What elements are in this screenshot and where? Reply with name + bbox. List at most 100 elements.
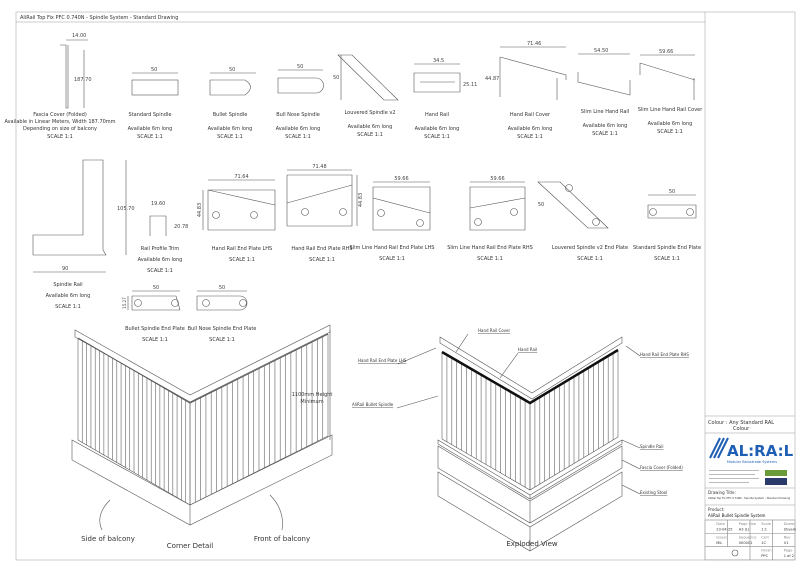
height-note: 1100mm Height	[292, 392, 333, 398]
component-name: Spindle Rail	[53, 282, 82, 288]
component-scale: SCALE 1:1	[209, 337, 235, 343]
title-block-label: Issuer	[716, 535, 727, 539]
dim-label: 90	[62, 266, 68, 272]
screw-hole-icon	[171, 299, 179, 307]
component-name: Bullet Spindle	[213, 112, 248, 118]
dim-label: 15.27	[122, 297, 127, 309]
louvered-spindle-drawing: 50	[333, 54, 399, 101]
dim-label: 34.5	[433, 58, 444, 64]
dim-label: 50	[229, 67, 235, 73]
dim-label: 71.48	[312, 164, 326, 170]
title-block-value: 1C	[761, 541, 766, 545]
component-availability: Available 6m long	[508, 126, 553, 132]
base-fascia	[71, 434, 333, 526]
dim-label: 14.00	[72, 33, 86, 39]
component-name: Standard Spindle End Plate	[633, 245, 701, 251]
end-plate-drawing: 59.66	[469, 176, 526, 231]
component-name: Hand Rail Cover	[510, 112, 551, 118]
existing-stool	[437, 471, 623, 552]
component-scale: SCALE 1:1	[137, 134, 163, 140]
slim-line-hand-rail-drawing: 54.50	[577, 48, 631, 96]
title-block-value: 000001	[739, 541, 753, 545]
title-block-label: Drawn	[784, 522, 796, 526]
title-block-value: Shyam	[784, 528, 797, 532]
title-block-label: Scale	[761, 522, 771, 526]
component-scale: SCALE 1:1	[592, 131, 618, 137]
corner-detail-title: Corner Detail	[167, 542, 213, 550]
component-scale: SCALE 1:1	[357, 132, 383, 138]
callout-label: Hand Rail End Plate LHS	[358, 358, 407, 363]
component-scale: SCALE 1:1	[577, 256, 603, 262]
dim-label: 59.66	[490, 176, 504, 182]
screw-hole-icon	[239, 299, 247, 307]
sheet-title: AliRail Top Fix PFC 0.740N - Spindle Sys…	[20, 15, 178, 21]
component-name: Slim Line Hand Rail End Plate RHS	[447, 245, 533, 251]
screw-hole-icon	[686, 208, 694, 216]
component-name: Hand Rail End Plate LHS	[212, 246, 272, 252]
dim-label: 19.60	[151, 201, 165, 207]
spindle-rail-drawing: 90 105.70	[32, 159, 135, 273]
drawing-title-value: AliRail Top Fix PFC 0.740N - Spindle Sys…	[708, 496, 791, 500]
dim-label: 50	[153, 285, 159, 291]
screw-hole-icon	[250, 211, 258, 219]
screw-hole-icon	[301, 208, 309, 216]
title-block-value: PPC	[761, 554, 768, 558]
leader-line	[396, 395, 439, 409]
dim-label: 44.83	[358, 193, 364, 207]
component-scale: SCALE 1:1	[654, 256, 680, 262]
title-block-label: Page Size	[739, 522, 757, 526]
component-scale: SCALE 1:1	[424, 134, 450, 140]
component-name: Rail Profile Trim	[141, 246, 180, 252]
title-block-label: Rev	[784, 535, 792, 539]
fascia-cover	[437, 445, 623, 524]
end-plate-drawing: 71.64	[207, 174, 276, 231]
component-scale: SCALE 1:1	[142, 337, 168, 343]
component-name: Slim Line Hand Rail	[581, 109, 629, 115]
title-block: Colour : Any Standard RAL Colour AL:RA:L…	[704, 415, 797, 561]
drawing-title-label: Drawing Title:	[708, 490, 736, 495]
component-scale: SCALE 1:1	[229, 257, 255, 263]
component-name: Louvered Spindle v2	[344, 110, 395, 116]
dim-label: 50	[297, 64, 303, 70]
aludeck-logo	[765, 470, 787, 476]
fascia-cover-drawing: 14.00 187.70	[60, 33, 92, 109]
component-availability: Available 6m long	[348, 124, 393, 130]
dim-label: 50	[151, 67, 157, 73]
component-name: Bullet Spindle End Plate	[125, 326, 185, 332]
colour-note: Colour	[733, 426, 750, 432]
title-block-label: Page	[784, 549, 793, 553]
component-availability: Available 6m long	[46, 293, 91, 299]
leader-line	[621, 459, 641, 470]
screw-hole-icon	[510, 208, 518, 216]
component-name: Bull Nose Spindle End Plate	[188, 326, 257, 332]
rail-profile-trim-drawing: 19.60 20.78	[149, 201, 188, 236]
screw-hole-icon	[212, 211, 220, 219]
dim-label: 59.66	[394, 176, 408, 182]
callout-label: Existing Stool	[640, 490, 667, 495]
screw-hole-icon	[202, 299, 210, 307]
dim-label: 25.11	[463, 82, 477, 88]
dim-label: 54.50	[594, 48, 608, 54]
height-note: Minimum	[300, 399, 323, 405]
component-name: Fascia Cover (Folded)	[33, 112, 87, 118]
end-plate-drawing: 50	[647, 189, 697, 219]
component-scale: SCALE 1:1	[285, 134, 311, 140]
screw-hole-icon	[649, 208, 657, 216]
end-plate-drawing: 50	[196, 285, 248, 311]
component-name: Standard Spindle	[129, 112, 172, 118]
component-scale: SCALE 1:1	[477, 256, 503, 262]
screw-hole-icon	[592, 218, 600, 226]
component-scale: SCALE 1:1	[309, 257, 335, 263]
component-availability: Available 6m long	[138, 257, 183, 263]
title-block-label: Sequence	[739, 535, 758, 539]
callout-label: Hand Rail End Plate RHS	[640, 352, 689, 357]
component-availability: Available 6m long	[415, 126, 460, 132]
dim-label: 50	[219, 285, 225, 291]
product-label: Product:	[708, 507, 725, 512]
leader-line	[455, 333, 469, 353]
leader-line	[621, 439, 641, 449]
hand-rail-drawing: 34.5 25.11	[413, 58, 477, 93]
corner-detail-drawing	[71, 324, 333, 526]
component-name: Bull Nose Spindle	[276, 112, 320, 118]
